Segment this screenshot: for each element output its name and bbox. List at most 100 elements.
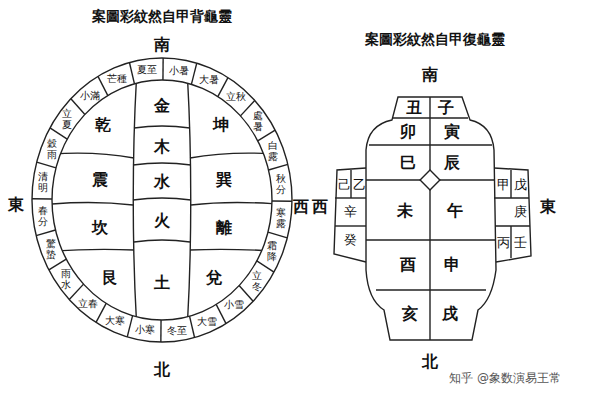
shell-plate: 土 — [154, 274, 170, 292]
plate-char: 巽 — [216, 171, 232, 189]
direction-label: 南 — [154, 36, 170, 54]
solar-term: 冬至 — [167, 325, 187, 336]
shell-title: 案圖彩紋然自甲復龜靈 — [330, 32, 540, 47]
solar-term: 小滿 — [80, 90, 100, 101]
direction-label: 西 — [312, 198, 328, 216]
solar-term-cell: 秋分 — [276, 173, 286, 195]
shell-plate: 辛 — [344, 205, 357, 219]
solar-term-cell: 大雪 — [197, 316, 217, 327]
shell-plate: 癸 — [344, 233, 357, 247]
solar-term: 白露 — [268, 140, 278, 162]
solar-term-cell: 芒種 — [107, 73, 127, 84]
direction-label: 北 — [422, 353, 438, 371]
solar-term-cell: 驚蟄 — [46, 238, 56, 260]
shell-plate: 丑 — [406, 99, 422, 117]
plate-char: 亥 — [402, 305, 418, 323]
plate-char: 艮 — [102, 269, 118, 287]
solar-term-cell: 穀雨 — [47, 138, 57, 160]
stem-char: 辛 — [344, 205, 357, 219]
solar-term: 大寒 — [105, 315, 125, 326]
solar-term-cell: 大寒 — [105, 315, 125, 326]
shell-plate: 坎 — [92, 219, 108, 237]
solar-term: 處暑 — [253, 110, 263, 132]
shell-plate: 巳 — [400, 154, 416, 172]
solar-term-cell: 立春 — [78, 298, 98, 309]
plate-char: 水 — [154, 173, 170, 191]
stem-char: 癸 — [344, 233, 357, 247]
plate-char: 木 — [154, 138, 170, 156]
solar-term-cell: 白露 — [268, 140, 278, 162]
watermark: 知乎 @象数演易王常 — [449, 372, 561, 385]
solar-term: 霜降 — [267, 240, 277, 262]
plate-char: 戌 — [442, 305, 458, 323]
stem-char: 壬 — [514, 236, 527, 250]
solar-term-cell: 夏至 — [137, 64, 157, 75]
shell-plate: 乾 — [95, 116, 111, 134]
solar-term: 雨水 — [61, 268, 71, 290]
shell-plate: 壬 — [514, 236, 527, 250]
solar-term-cell: 小滿 — [80, 90, 100, 101]
plate-char: 坎 — [92, 219, 108, 237]
shell-plate: 坤 — [213, 116, 229, 134]
shell-plate: 水 — [154, 173, 170, 191]
solar-term: 立夏 — [62, 108, 72, 130]
shell-plate: 子 — [438, 99, 454, 117]
solar-term-cell: 冬至 — [167, 325, 187, 336]
plate-char: 辰 — [444, 154, 460, 172]
solar-term: 小暑 — [169, 65, 189, 76]
plate-char: 離 — [216, 219, 232, 237]
stem-char: 甲 — [497, 178, 510, 192]
solar-term: 秋分 — [276, 173, 286, 195]
direction-label: 北 — [154, 361, 170, 379]
shell-plate: 亥 — [402, 305, 418, 323]
stem-char: 乙 — [353, 178, 366, 192]
solar-term: 寒露 — [276, 207, 286, 229]
shell-plate: 巽 — [216, 171, 232, 189]
stem-char: 庚 — [514, 205, 527, 219]
plate-char: 未 — [397, 202, 413, 220]
shell-plate: 戌 — [442, 305, 458, 323]
solar-term: 清明 — [38, 171, 48, 193]
solar-term: 大暑 — [199, 74, 219, 85]
turtle-shell: 案圖彩紋然自甲背龜靈夏至小暑大暑立秋處暑白露秋分寒露霜降立冬小雪大雪冬至小寒大寒… — [20, 5, 304, 350]
solar-term: 大雪 — [197, 316, 217, 327]
solar-term-cell: 立秋 — [226, 91, 246, 102]
shell-plate: 寅 — [444, 123, 460, 141]
solar-term: 立秋 — [226, 91, 246, 102]
shell-title: 案圖彩紋然自甲背龜靈 — [20, 9, 304, 24]
shell-plate: 火 — [154, 212, 170, 230]
stem-char: 丙 — [497, 236, 510, 250]
solar-term-cell: 雨水 — [61, 268, 71, 290]
shell-plate: 辰 — [444, 154, 460, 172]
solar-term: 小雪 — [224, 299, 244, 310]
plate-char: 兌 — [206, 269, 222, 287]
solar-term: 芒種 — [107, 73, 127, 84]
solar-term-cell: 清明 — [38, 171, 48, 193]
plate-char: 丑 — [406, 99, 422, 117]
solar-term: 夏至 — [137, 64, 157, 75]
solar-term-cell: 立夏 — [62, 108, 72, 130]
stem-char: 己 — [338, 178, 351, 192]
plate-char: 卯 — [400, 123, 416, 141]
shell-plate: 酉 — [400, 256, 416, 274]
shell-plate: 乙 — [353, 178, 366, 192]
shell-plate: 丙 — [497, 236, 510, 250]
solar-term-cell: 大暑 — [199, 74, 219, 85]
shell-plate: 兌 — [206, 269, 222, 287]
solar-term-cell: 立冬 — [252, 270, 262, 292]
shell-plate: 甲 — [497, 178, 510, 192]
plate-char: 乾 — [95, 116, 111, 134]
solar-term: 立春 — [78, 298, 98, 309]
solar-term-cell: 小暑 — [169, 65, 189, 76]
plate-char: 午 — [447, 202, 463, 220]
plate-char: 巳 — [400, 154, 416, 172]
plate-char: 酉 — [400, 256, 416, 274]
shell-plate: 卯 — [400, 123, 416, 141]
shell-plate: 金 — [154, 97, 170, 115]
plate-char: 震 — [92, 171, 108, 189]
shell-plate: 戊 — [514, 178, 527, 192]
solar-term: 立冬 — [252, 270, 262, 292]
shell-plate: 未 — [397, 202, 413, 220]
shell-plate: 己 — [338, 178, 351, 192]
plate-char: 金 — [154, 97, 170, 115]
